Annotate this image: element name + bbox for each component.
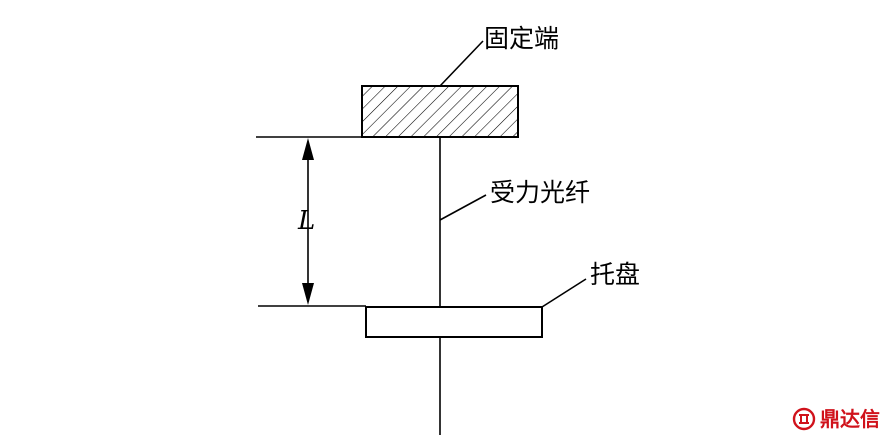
- length-label: L: [298, 206, 316, 236]
- fiber-leader: [439, 194, 487, 221]
- tray-plate: [365, 306, 543, 338]
- tray-leader: [541, 278, 587, 308]
- fiber-label: 受力光纤: [490, 178, 591, 207]
- fixed-end-leader: [439, 40, 484, 87]
- fixed-end-label: 固定端: [484, 24, 560, 53]
- dimension-arrow-top: [302, 138, 314, 160]
- watermark-text: 鼎达信: [820, 407, 880, 431]
- watermark: 鼎达信: [792, 407, 880, 431]
- brand-logo-icon: [792, 407, 816, 431]
- dimension-arrow-bottom: [302, 283, 314, 305]
- fixed-end-block: [361, 85, 519, 138]
- tray-label: 托盘: [590, 260, 641, 289]
